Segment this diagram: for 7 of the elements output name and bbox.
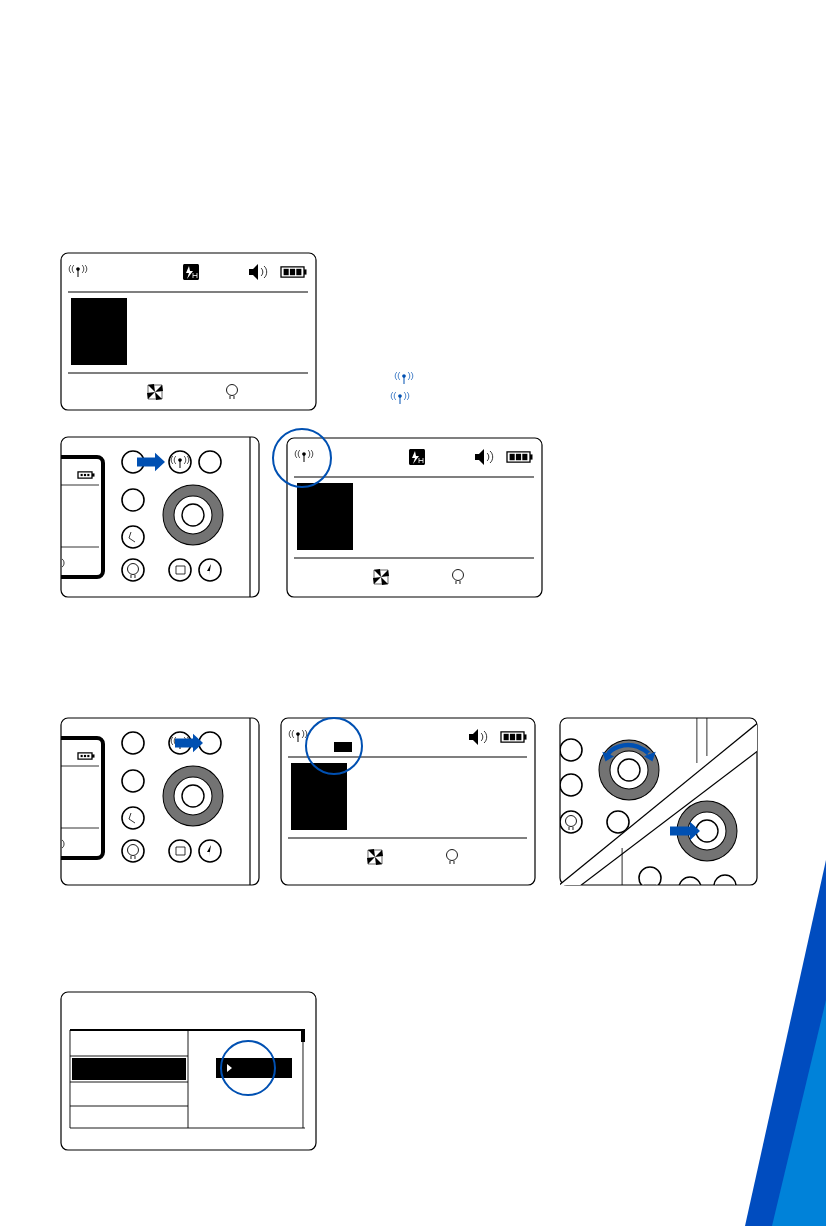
display-screen-drawing xyxy=(286,437,543,598)
display-screen-drawing xyxy=(60,252,317,411)
control-dial-drawing xyxy=(559,717,758,886)
keypad-drawing xyxy=(60,436,260,598)
menu-screen-drawing xyxy=(60,991,317,1151)
display-screen-drawing xyxy=(280,717,536,886)
keypad-drawing xyxy=(60,717,260,886)
